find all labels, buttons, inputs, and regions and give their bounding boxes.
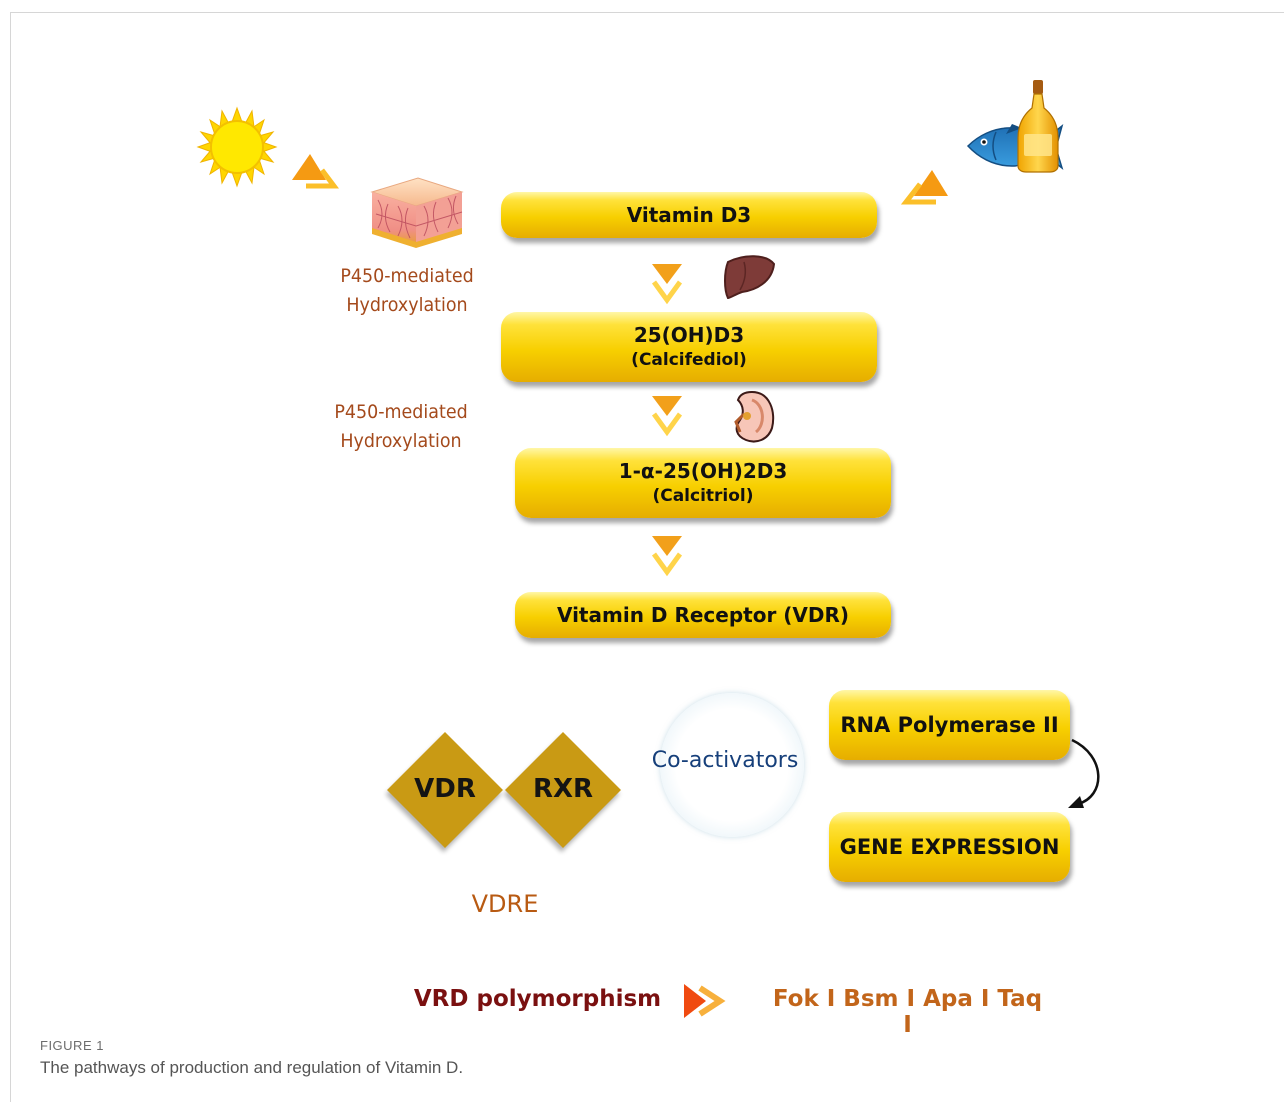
figure-label: FIGURE 1 <box>40 1038 104 1053</box>
oil-bottle-icon <box>1017 80 1059 173</box>
calcitriol-box: 1-α-25(OH)2D3 (Calcitriol) <box>515 448 891 518</box>
arrow-icon <box>651 396 683 437</box>
vitamin-d3-box: Vitamin D3 <box>501 192 877 238</box>
rna-polymerase-box: RNA Polymerase II <box>829 690 1070 760</box>
arrow-icon <box>651 536 683 577</box>
hydroxylation-line2: Hydroxylation <box>340 430 462 452</box>
hydroxylation-line2: Hydroxylation <box>346 294 468 316</box>
liver-icon <box>724 255 776 300</box>
hydroxylation-label-kidney: P450-mediated Hydroxylation <box>323 398 479 456</box>
figure-frame <box>10 12 1284 1102</box>
sunlight-arrow-icon <box>292 154 339 189</box>
gene-expression-box: GENE EXPRESSION <box>829 812 1070 882</box>
polymorphism-label: VRD polymorphism <box>413 986 662 1012</box>
curved-arrow-icon <box>1068 738 1100 808</box>
calcitriol-name: (Calcitriol) <box>652 486 754 506</box>
coactivators-label: Co-activators <box>651 748 799 773</box>
vitamin-d3-label: Vitamin D3 <box>626 203 752 227</box>
rxr-label: RXR <box>532 774 594 804</box>
calcifediol-name: (Calcifediol) <box>631 350 747 370</box>
hydroxylation-label-liver: P450-mediated Hydroxylation <box>329 262 485 320</box>
rna-polymerase-label: RNA Polymerase II <box>840 713 1059 737</box>
gene-expression-label: GENE EXPRESSION <box>839 835 1060 859</box>
polymorphism-types: Fok I Bsm I Apa I Taq I <box>772 986 1043 1038</box>
calcifediol-formula: 25(OH)D3 <box>633 323 745 347</box>
sun-icon <box>196 106 278 188</box>
calcitriol-formula: 1-α-25(OH)2D3 <box>618 459 788 483</box>
vdre-label: VDRE <box>471 890 539 918</box>
coactivators-bubble <box>660 693 804 837</box>
hydroxylation-line1: P450-mediated <box>334 401 468 423</box>
vdr-receptor-box: Vitamin D Receptor (VDR) <box>515 592 891 638</box>
chevron-arrow-icon <box>684 984 726 1018</box>
calcifediol-box: 25(OH)D3 (Calcifediol) <box>501 312 877 382</box>
vdr-label: VDR <box>414 774 476 804</box>
figure-caption: The pathways of production and regulatio… <box>40 1058 464 1077</box>
vdr-receptor-label: Vitamin D Receptor (VDR) <box>556 603 850 627</box>
arrow-icon <box>651 264 683 305</box>
skin-icon <box>370 177 464 248</box>
kidney-icon <box>734 390 775 443</box>
diet-arrow-icon <box>900 170 948 205</box>
hydroxylation-line1: P450-mediated <box>340 265 474 287</box>
